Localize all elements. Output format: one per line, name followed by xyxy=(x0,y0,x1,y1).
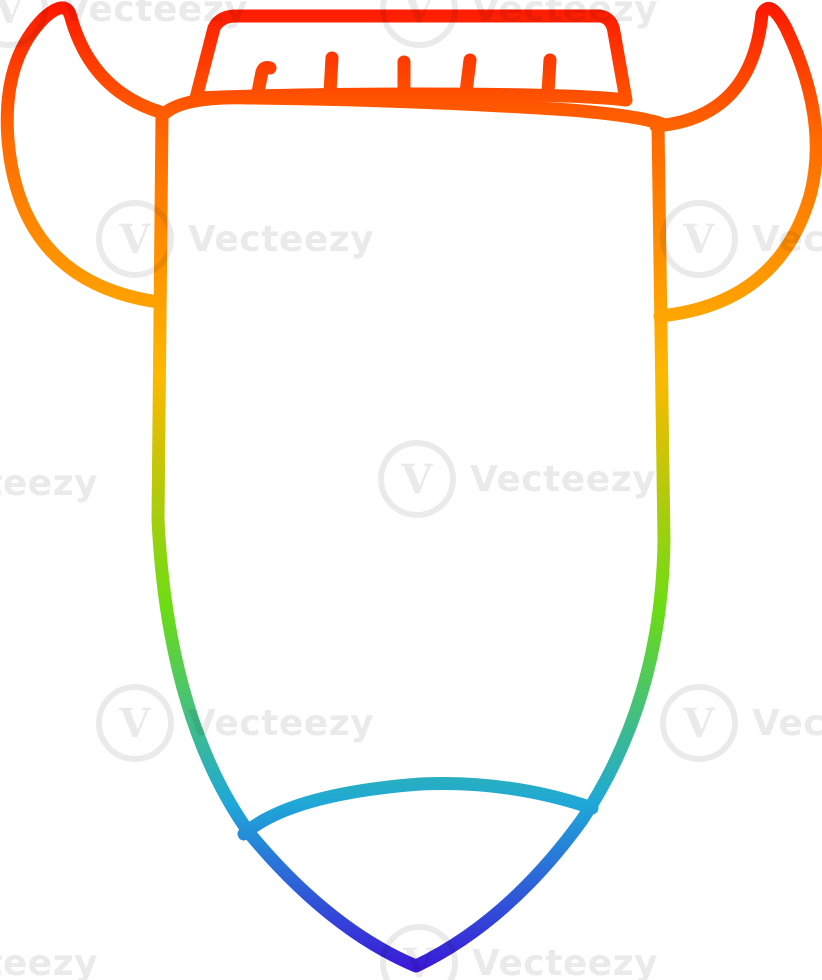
crown-notch-5 xyxy=(541,53,557,99)
right-horn xyxy=(649,2,822,323)
shield-top-edge xyxy=(155,91,669,131)
crown-notch-1 xyxy=(251,61,277,99)
shield-body xyxy=(151,109,671,973)
crown-notch-2 xyxy=(323,51,339,99)
shield-bottom-arc xyxy=(237,777,599,841)
left-horn xyxy=(0,1,167,309)
crown-notch-4 xyxy=(459,53,477,99)
